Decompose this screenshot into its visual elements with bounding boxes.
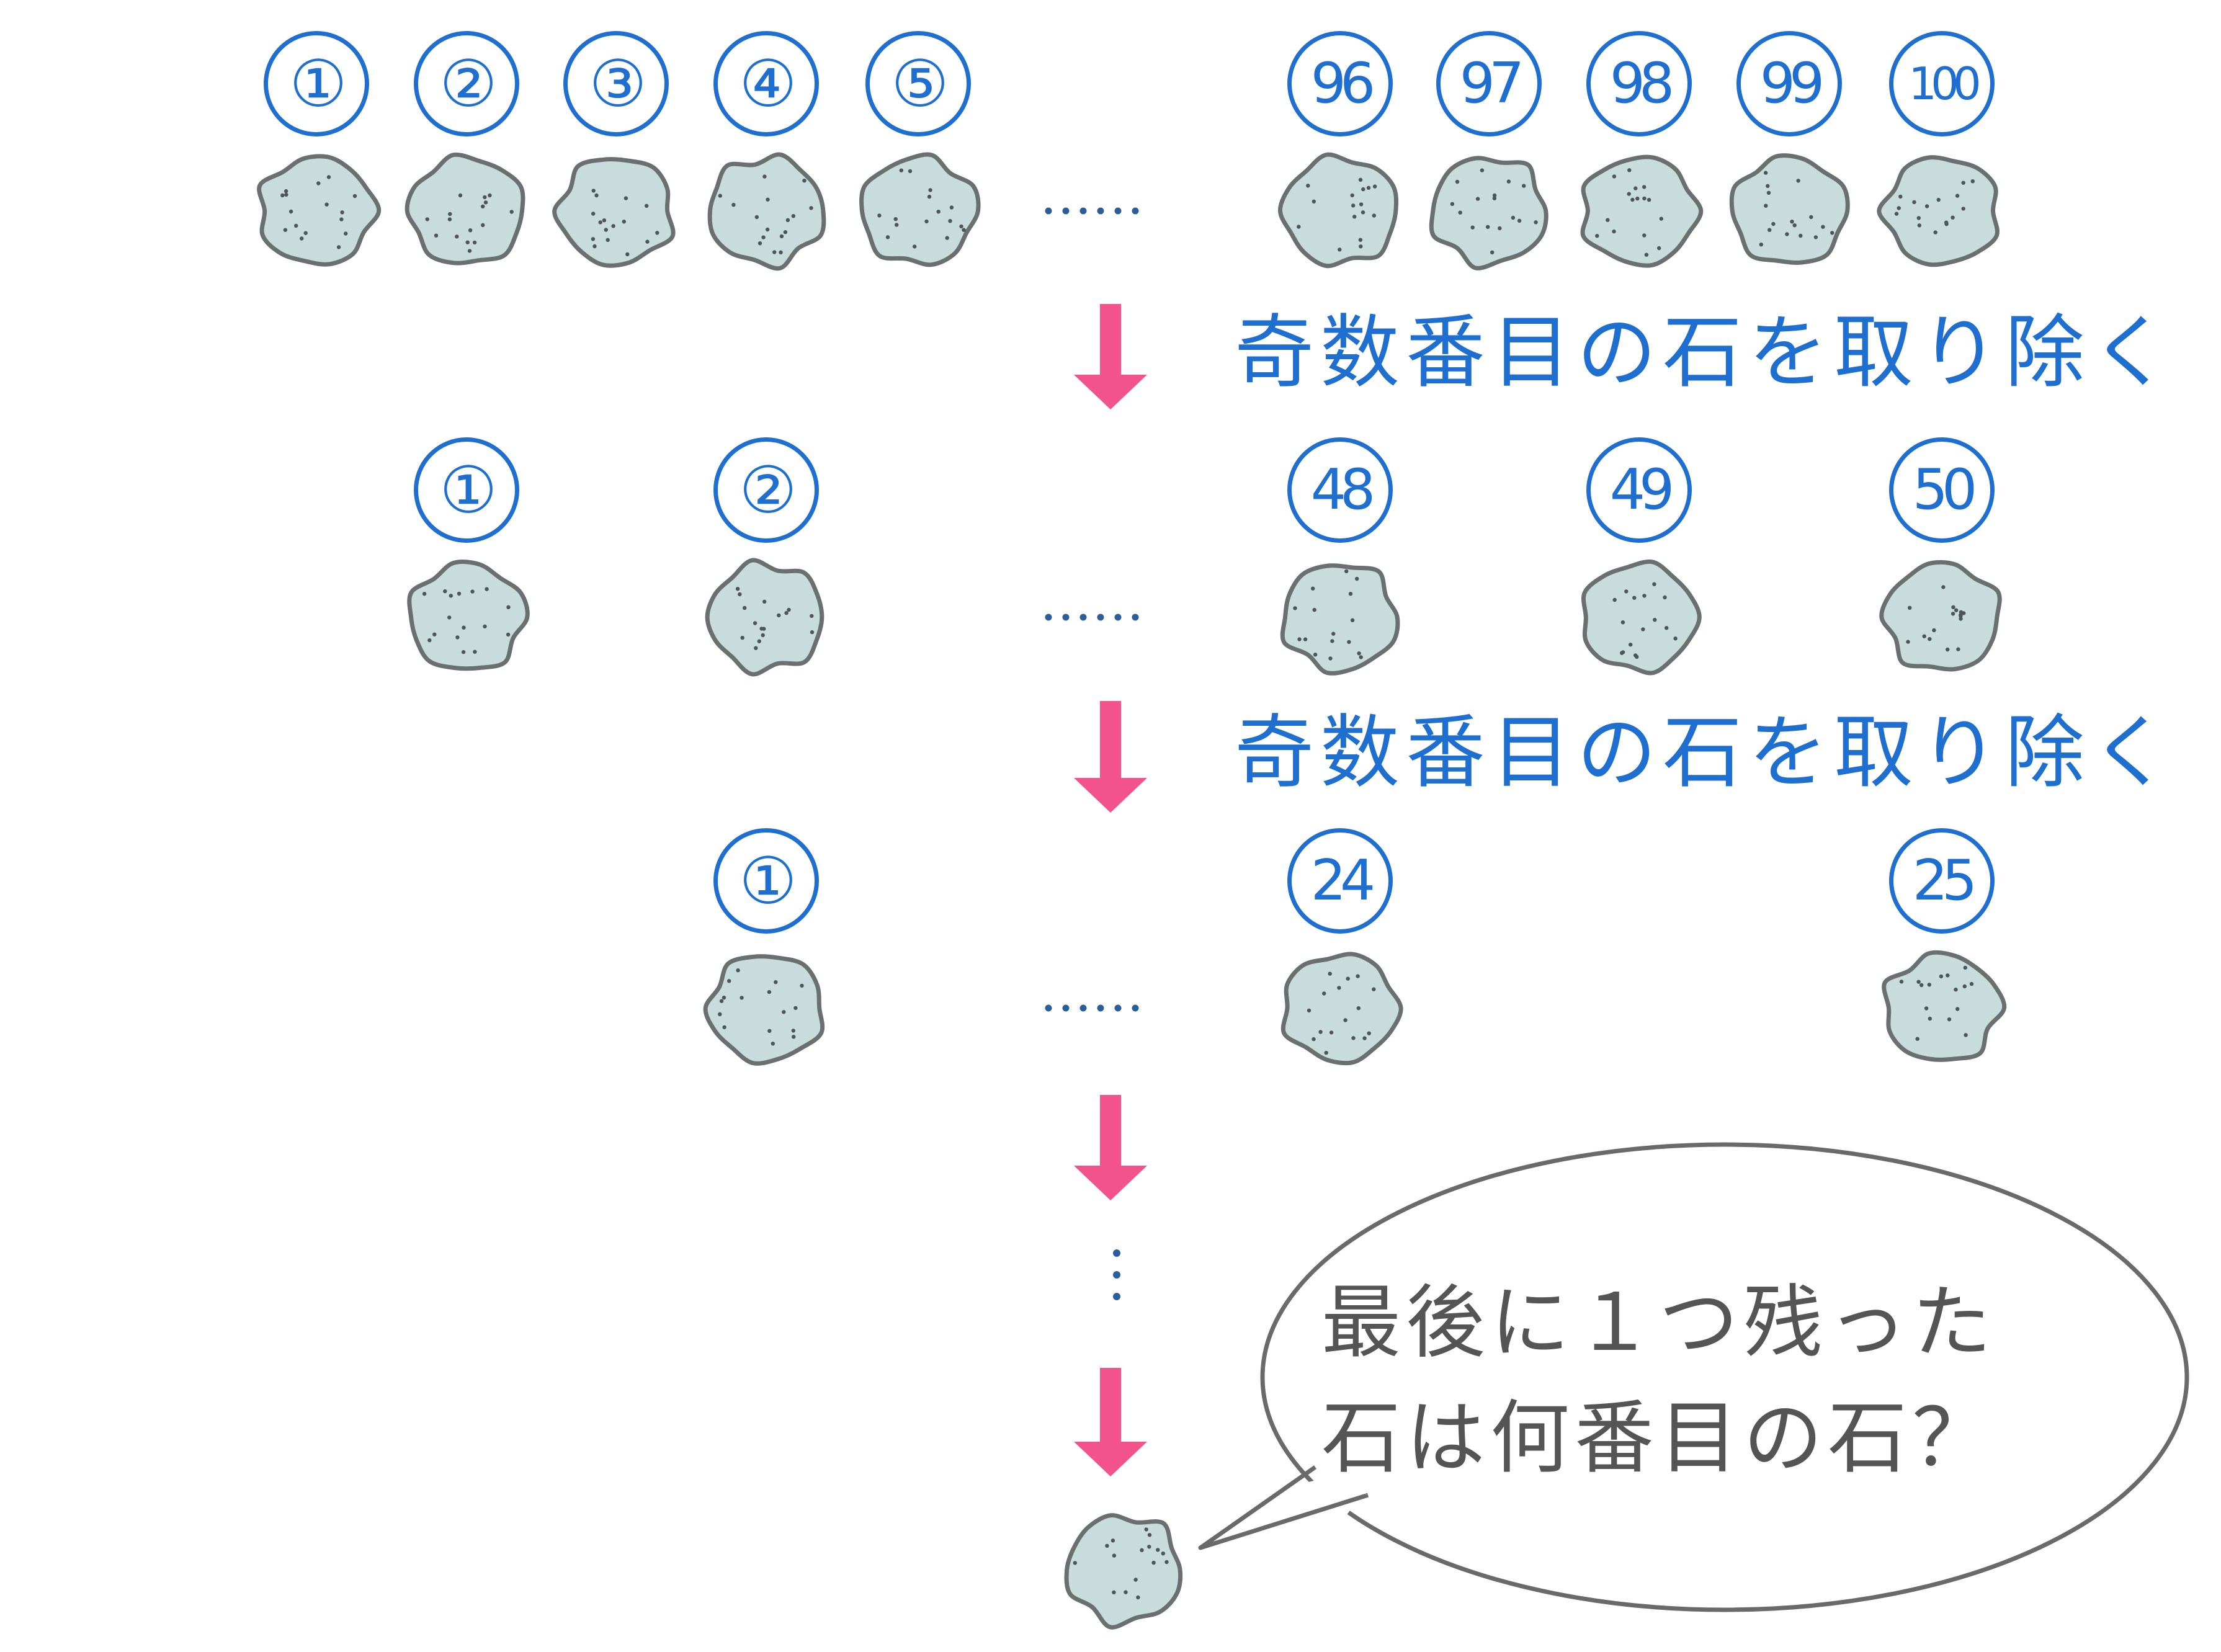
stone-icon (1280, 563, 1400, 676)
stone-number-label: 97 (1436, 31, 1542, 136)
stone-icon (705, 558, 824, 677)
question-text: 最後に１つ残った 石は何番目の石？ (1321, 1266, 2116, 1496)
stone-number-label: 100 (1889, 31, 1995, 136)
stone-icon (1429, 156, 1548, 270)
step-caption: 奇数番目の石を取り除く (1235, 707, 2177, 799)
stone-icon (404, 152, 525, 266)
stone-icon (1729, 153, 1850, 265)
ellipsis-icon (1045, 1004, 1139, 1012)
stone-icon (1580, 154, 1704, 268)
stone-icon (1064, 1513, 1183, 1630)
stone-number-label: 96 (1287, 31, 1393, 136)
down-arrow-icon (1074, 304, 1147, 409)
stone-icon (552, 157, 676, 268)
step-caption: 奇数番目の石を取り除く (1235, 306, 2177, 399)
speech-bubble (1198, 1142, 2189, 1612)
stone-number-label: 24 (1287, 828, 1393, 934)
stone-number-label: ⑤ (865, 31, 971, 136)
ellipsis-icon (1045, 614, 1139, 621)
stone-number-label: 50 (1889, 437, 1995, 543)
stone-number-label: 48 (1287, 437, 1393, 543)
stone-number-label: 98 (1586, 31, 1692, 136)
stone-icon (1278, 152, 1399, 269)
stone-icon (407, 560, 530, 671)
down-arrow-icon (1074, 701, 1147, 813)
stone-icon (1879, 560, 2002, 672)
stone-number-label: ④ (713, 31, 819, 136)
stone-icon (703, 954, 825, 1066)
stone-icon (1280, 952, 1403, 1066)
stone-icon (1877, 155, 2000, 267)
stone-icon (257, 154, 382, 267)
down-arrow-icon (1074, 1368, 1147, 1476)
stone-number-label: ① (264, 31, 369, 136)
stone-number-label: ① (414, 437, 519, 543)
stone-icon (707, 152, 826, 271)
stone-number-label: ② (414, 31, 519, 136)
down-arrow-icon (1074, 1095, 1147, 1200)
question-line: 最後に１つ残った (1321, 1277, 1997, 1369)
stone-number-label: ② (713, 437, 819, 543)
stone-number-label: ① (713, 828, 819, 934)
stone-icon (1581, 559, 1702, 676)
stone-number-label: 99 (1736, 31, 1842, 136)
vertical-ellipsis-icon (1113, 1249, 1120, 1300)
stone-number-label: 25 (1889, 828, 1995, 934)
stone-number-label: ③ (563, 31, 669, 136)
stone-icon (859, 152, 981, 267)
question-line: 石は何番目の石？ (1321, 1392, 1997, 1485)
stone-number-label: 49 (1586, 437, 1692, 543)
stone-icon (1882, 950, 2007, 1062)
ellipsis-icon (1045, 207, 1139, 215)
